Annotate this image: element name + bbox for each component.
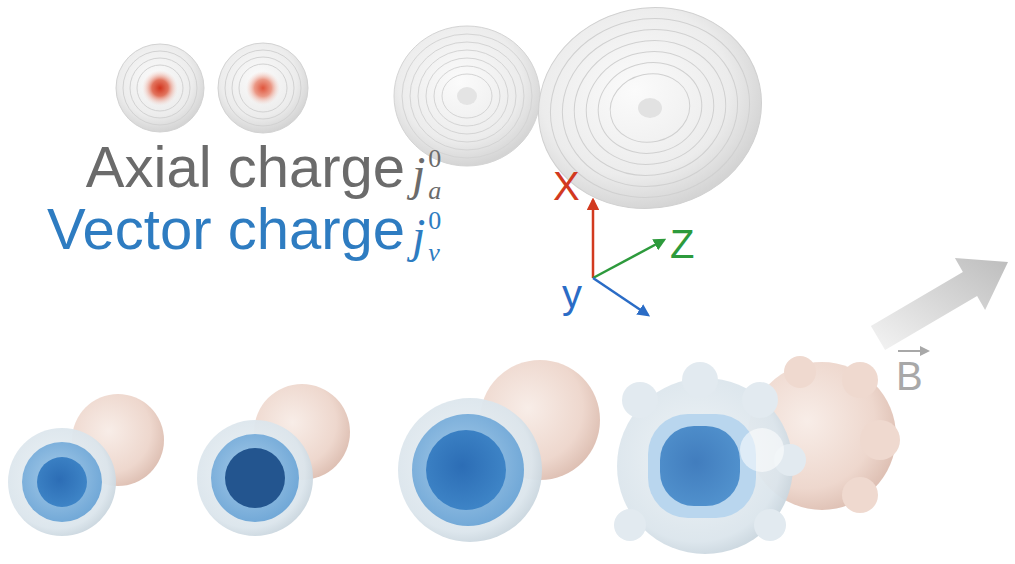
charge-label: Axial charge: [86, 138, 405, 196]
axial-blob: [520, 0, 781, 229]
superscript: 0: [428, 146, 441, 172]
field-arrow: [871, 258, 1008, 350]
superscript: 0: [428, 208, 441, 234]
axis-label: y: [562, 274, 582, 314]
vector-blob: [8, 394, 164, 536]
vector-blob: [614, 356, 900, 554]
axial-blob: [218, 43, 308, 133]
vector-blob: [197, 384, 350, 536]
subscript: v: [428, 240, 440, 266]
math-symbol: j: [412, 150, 425, 198]
charge-label: Vector charge: [47, 200, 405, 258]
vector-blob: [398, 360, 600, 542]
vector-arrow: [898, 350, 928, 352]
subscript: a: [428, 178, 441, 204]
axial-blob: [394, 26, 540, 166]
axis-label: Z: [670, 224, 694, 264]
math-symbol: j: [412, 212, 425, 260]
field-label: B: [896, 356, 923, 396]
axial-blob: [116, 44, 204, 132]
axis-arrows: [593, 200, 664, 315]
axis-label: X: [553, 166, 580, 206]
